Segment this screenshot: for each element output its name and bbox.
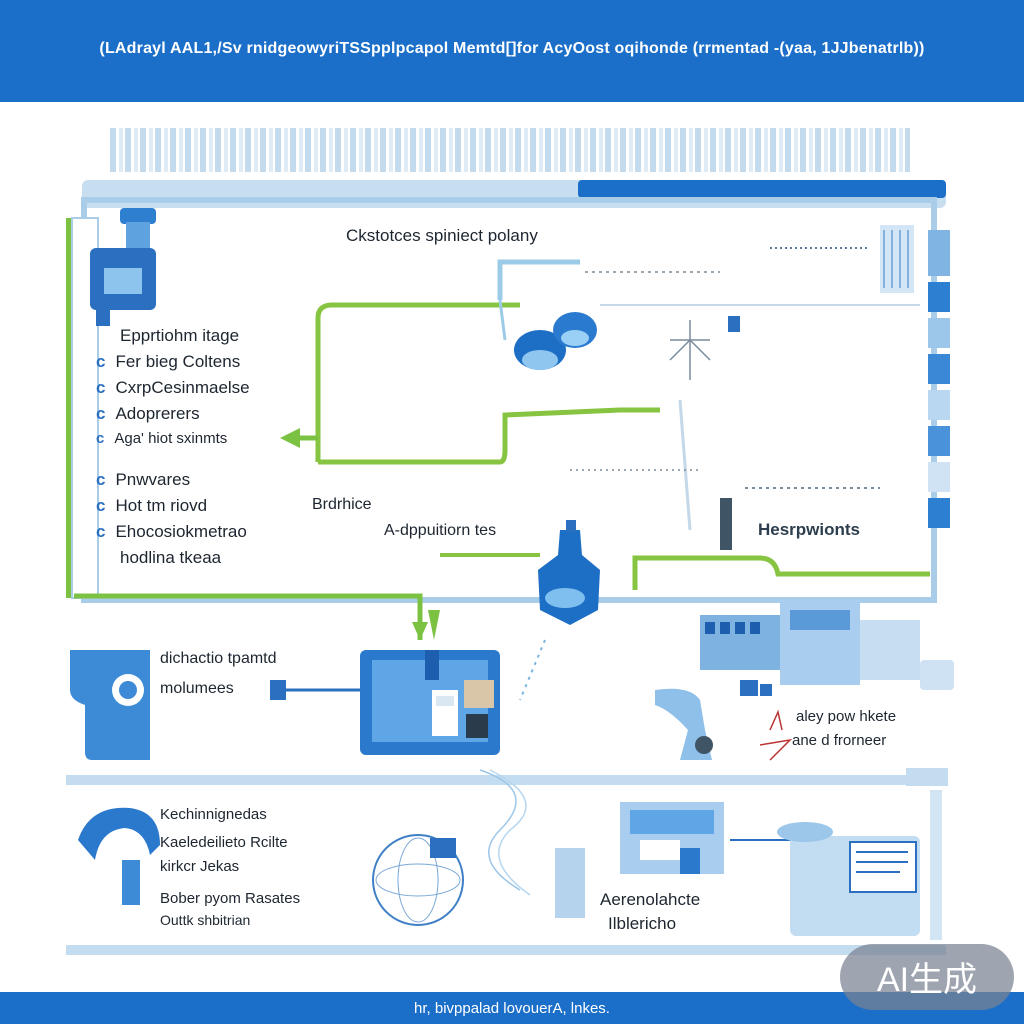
ring-clamp-icon [78, 807, 160, 905]
list-item: Kaeledeilieto Rcilte [160, 834, 288, 851]
bottom-divider [66, 945, 946, 955]
label-aley-line2: ane d frorneer [792, 732, 887, 749]
list-item: Kechinnignedas [160, 806, 267, 823]
list-item: kirkcr Jekas [160, 858, 240, 875]
panel-top-accent [578, 180, 946, 198]
diagram-heading: Ckstotces spiniect polany [346, 226, 538, 245]
machinery-cluster-icon [700, 600, 954, 696]
mini-grid-chart-icon [770, 225, 914, 293]
blurred-subtitle-strip [110, 128, 910, 172]
ai-badge-label: AI生成 [876, 961, 978, 999]
list-item: Bober pyom Rasates [160, 890, 301, 907]
machine-icon [90, 208, 156, 326]
list-item: hodlina tkeaa [120, 548, 222, 567]
green-arrow-down [412, 622, 428, 640]
valve-cluster-icon [514, 312, 597, 370]
tiny-sensor-icon [728, 316, 740, 332]
list-item: Epprtiohm itage [120, 326, 240, 345]
terminal-device-icon [777, 822, 920, 936]
label-molumees: molumees [160, 680, 234, 697]
control-console-icon [360, 610, 500, 755]
label-brdrhice: Brdrhice [312, 496, 372, 513]
list-item: Outtk shbitrian [160, 912, 251, 928]
dispensing-arm-icon [655, 688, 713, 760]
connector-fork-icon [669, 320, 711, 380]
green-loop-right [632, 555, 930, 590]
label-aero-line2: Ilblericho [608, 914, 677, 933]
right-status-column [928, 230, 950, 528]
ai-generated-badge [840, 944, 1014, 1010]
banner-title: (LAdrayl AAL1,/Sv rnidgeowyriTSSpplpcapo… [99, 40, 925, 57]
label-heespwionts: Hesrpwionts [758, 520, 861, 539]
control-panel-bottom-icon [555, 802, 724, 918]
footer-text: hr, bivppalad lovouerA, lnkes. [414, 1000, 610, 1017]
blue-tank-icon [538, 520, 600, 625]
green-loop-upper [315, 302, 520, 462]
bottom-left-text-block: Kechinnignedas Kaeledeilieto Rcilte kirk… [160, 806, 300, 932]
label-aero-line1: Aerenolahcte [600, 890, 701, 909]
green-loop-lower [318, 407, 660, 465]
label-aley-line1: aley pow hkete [796, 708, 897, 725]
scanner-device-icon [70, 650, 150, 760]
top-banner [0, 0, 1024, 102]
globe-badge-icon [372, 834, 464, 926]
label-dichactio: dichactio tpamtd [160, 650, 277, 667]
left-green-rail [66, 218, 74, 598]
label-adpplition: A-dppuitiorn tes [384, 522, 497, 539]
green-arrow-left [280, 428, 300, 448]
